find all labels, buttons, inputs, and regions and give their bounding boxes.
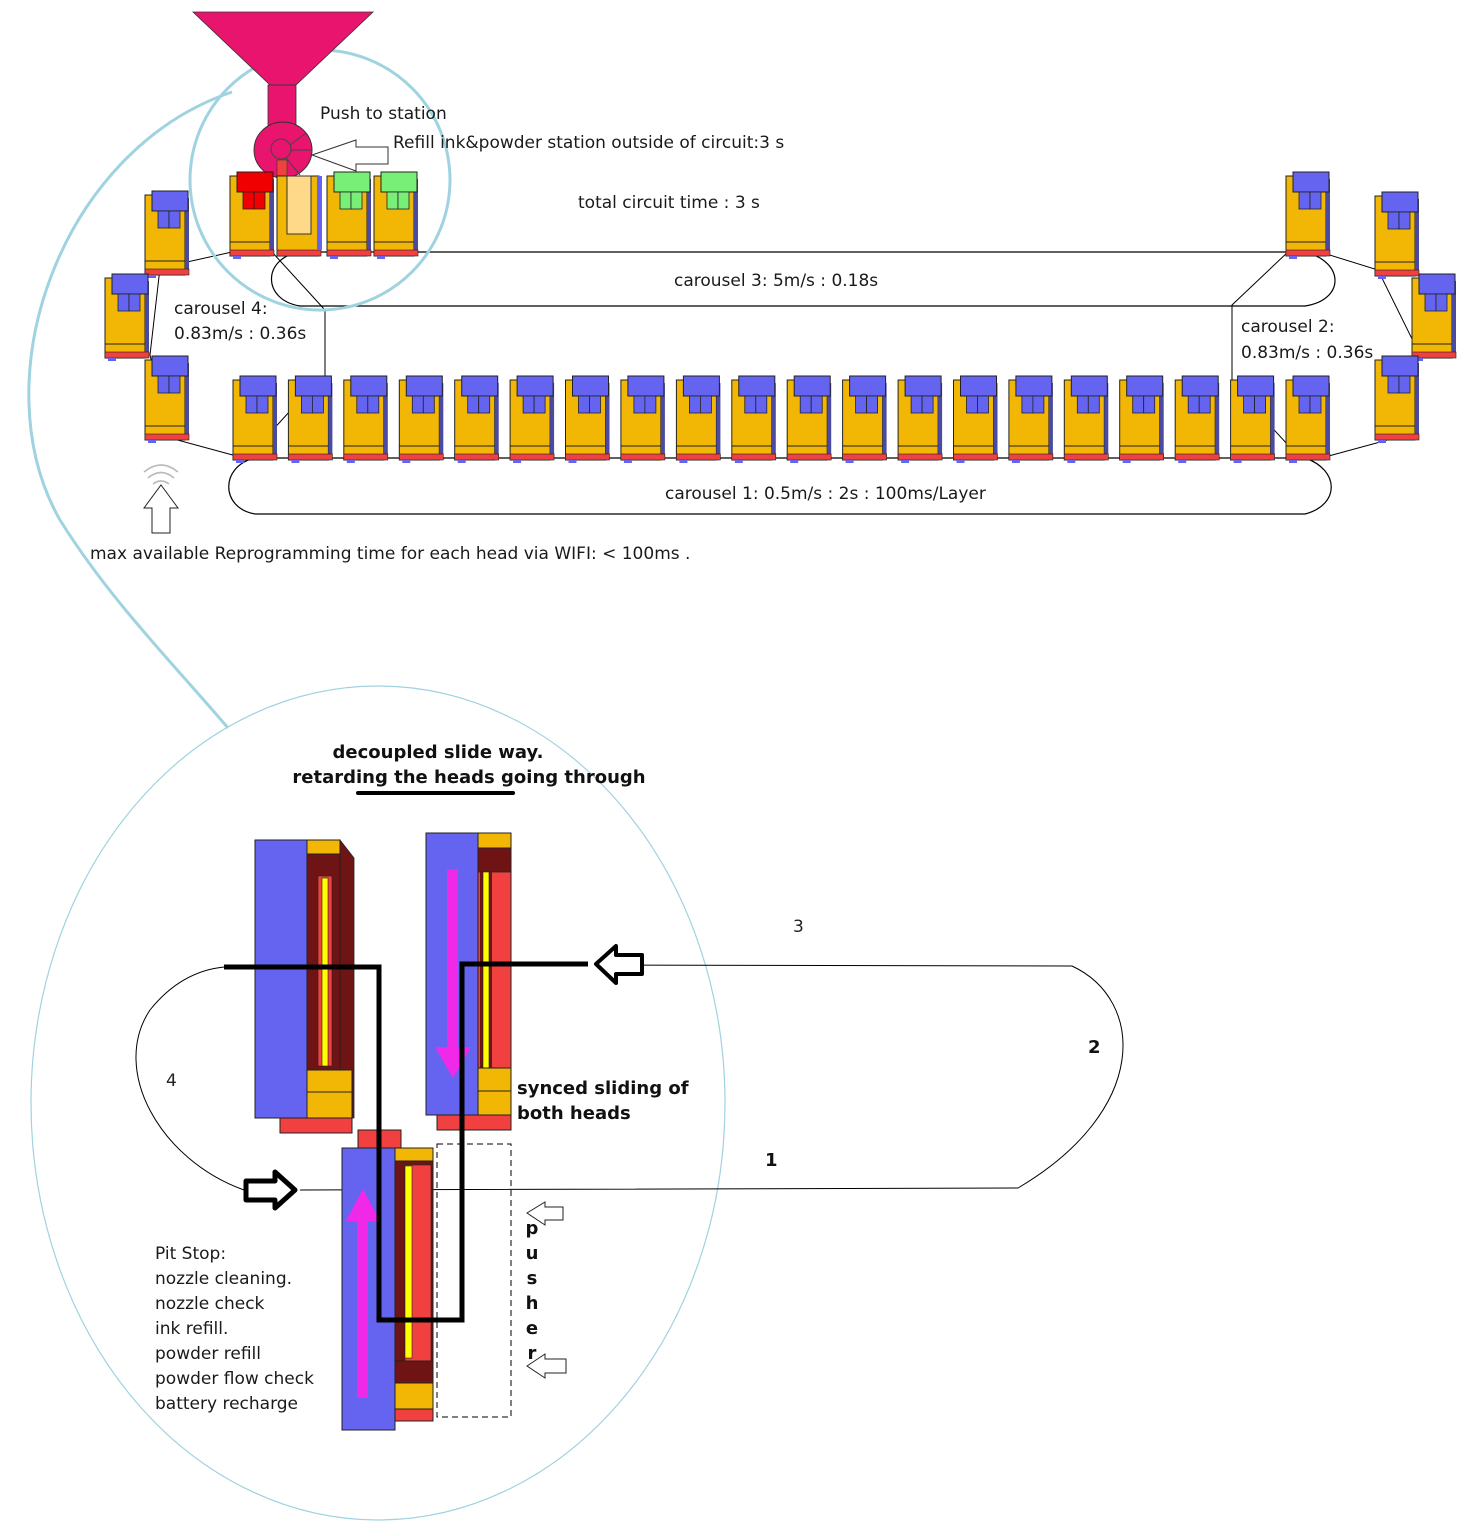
slide-up-arrow-icon [346, 1189, 380, 1398]
pusher-arrow-top-icon [526, 1201, 564, 1226]
carousel-1-head [1174, 375, 1220, 464]
carousel-1-head [1008, 375, 1054, 464]
pit-stop-head [341, 1129, 434, 1431]
magnifier-connector [27, 90, 233, 729]
refill-head [229, 171, 275, 260]
carousel-4-head [144, 190, 190, 279]
pusher-letter: s [527, 1268, 538, 1289]
detail-title-line1: decoupled slide way. [333, 742, 544, 763]
carousel-4-head [144, 355, 190, 444]
push-arrow-icon [310, 139, 389, 172]
carousel-1-head [1285, 375, 1331, 464]
carousel-3-head [1285, 171, 1331, 260]
carousel-1-head [842, 375, 888, 464]
pit-stop-item: nozzle check [155, 1294, 265, 1314]
side-head-left [254, 838, 355, 1134]
pusher-label: p u s h e r [526, 1218, 539, 1364]
carousel-1-head [232, 375, 278, 464]
pusher-letter: h [526, 1293, 539, 1314]
pusher-letter: e [526, 1318, 538, 1339]
transfer-path-left [224, 961, 588, 1323]
carousel-1-head [1063, 375, 1109, 464]
carousel-3-label: carousel 3: 5m/s : 0.18s [674, 271, 878, 291]
carousel-4-head [104, 273, 150, 362]
carousel-1-head [1230, 375, 1276, 464]
pusher-arrow-bottom-icon [526, 1353, 567, 1379]
synced-label-line2: both heads [517, 1103, 631, 1124]
carousel-1-heads [232, 375, 1331, 464]
wifi-reprogramming-label: max available Reprogramming time for eac… [90, 544, 690, 564]
detail-title-line2: retarding the heads going through [292, 767, 645, 788]
refill-heads [229, 171, 419, 260]
refill-head [373, 171, 419, 260]
carousel-1-head [454, 375, 500, 464]
carousel-1-track [228, 457, 1332, 515]
refill-head [276, 175, 322, 257]
carousel-1-head [1119, 375, 1165, 464]
track-number-1: 1 [765, 1150, 778, 1171]
carousel-2-head [1374, 191, 1420, 280]
carousel-2-label-line1: carousel 2: [1241, 317, 1335, 337]
refill-head [326, 171, 372, 260]
carousel-2-heads [1374, 191, 1457, 444]
carousel-1-head [897, 375, 943, 464]
carousel-2-head [1411, 273, 1457, 362]
carousel-1-label: carousel 1: 0.5m/s : 2s : 100ms/Layer [665, 484, 986, 504]
carousel-4-label-line2: 0.83m/s : 0.36s [174, 324, 306, 344]
refill-station-label: Refill ink&powder station outside of cir… [393, 133, 784, 153]
pit-stop-item: ink refill. [155, 1319, 228, 1339]
entry-arrow-icon [594, 944, 644, 985]
detail-view: decoupled slide way. retarding the heads… [135, 742, 1124, 1431]
carousel-3-track [271, 251, 1336, 307]
pit-stop-item: nozzle cleaning. [155, 1269, 292, 1289]
carousel-1-head [398, 375, 444, 464]
pusher-letter: u [526, 1243, 539, 1264]
track-number-3: 3 [793, 917, 804, 937]
pit-stop-list: Pit Stop: nozzle cleaning. nozzle check … [155, 1244, 314, 1414]
carousel-2-label-line2: 0.83m/s : 0.36s [1241, 343, 1373, 363]
push-to-station-label: Push to station [320, 104, 447, 124]
synced-label-line1: synced sliding of [517, 1078, 689, 1099]
track-number-2: 2 [1088, 1037, 1101, 1058]
top-overview: Push to station Refill ink&powder statio… [27, 11, 1457, 1521]
track-number-4: 4 [166, 1071, 177, 1091]
carousel-1-head [786, 375, 832, 464]
pit-stop-item: powder refill [155, 1344, 261, 1364]
wifi-icon [143, 464, 179, 485]
pusher-letter: p [526, 1218, 539, 1239]
carousel-1-head [509, 375, 555, 464]
detail-track [135, 964, 1124, 1191]
carousel-2-head [1374, 355, 1420, 444]
carousel-1-head [565, 375, 610, 464]
pit-stop-title: Pit Stop: [155, 1244, 226, 1264]
pit-stop-item: battery recharge [155, 1394, 298, 1414]
carousel-1-head [620, 375, 666, 464]
carousel-1-head [675, 375, 721, 464]
carousel-1-head [343, 375, 389, 464]
carousel-1-head [287, 375, 333, 464]
carousel-1-head [953, 375, 998, 464]
total-circuit-time-label: total circuit time : 3 s [578, 193, 760, 213]
rotary-valve-icon [253, 121, 313, 179]
pusher-zone [436, 1143, 512, 1418]
pit-entry-arrow-icon [243, 1169, 298, 1211]
carousel-4-label-line1: carousel 4: [174, 299, 268, 319]
pusher-letter: r [528, 1343, 537, 1364]
pit-stop-item: powder flow check [155, 1369, 314, 1389]
carousel-1-head [731, 375, 777, 464]
magnifier-detail-circle [30, 685, 726, 1521]
wifi-up-arrow-icon [143, 484, 179, 534]
side-head-right [425, 832, 512, 1131]
